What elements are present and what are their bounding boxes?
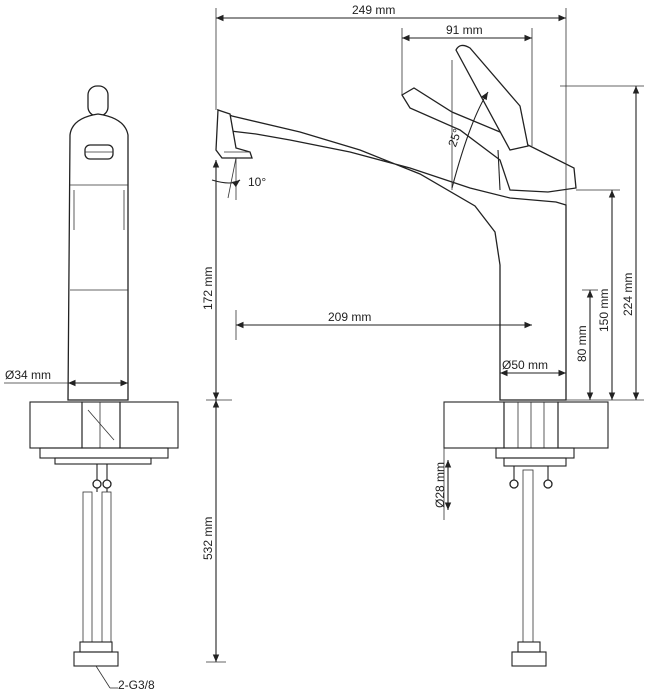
label-spout-angle: 10° — [248, 175, 266, 189]
label-spout-height: 172 mm — [201, 267, 215, 310]
dim-overall-width: 249 mm — [215, 3, 567, 205]
label-hose-diameter: Ø28 mm — [433, 462, 447, 508]
dim-hose-diameter: Ø28 mm — [433, 402, 452, 520]
dim-height-150: 150 mm — [576, 189, 620, 400]
label-height-80: 80 mm — [575, 325, 589, 362]
dim-base-diameter-front: Ø50 mm — [500, 358, 566, 377]
side-view: Ø34 mm 2-G3/8 — [4, 85, 179, 692]
dim-connection: 2-G3/8 — [95, 665, 155, 692]
spout-tip — [215, 109, 253, 159]
front-countertop — [443, 401, 609, 467]
label-connection: 2-G3/8 — [118, 678, 155, 692]
label-height-150: 150 mm — [597, 289, 611, 332]
dim-height-80: 80 mm — [575, 289, 598, 400]
side-handle-knob — [87, 85, 109, 117]
front-view: 249 mm 91 mm 25° 10° 172 mm — [201, 3, 644, 667]
label-base-diameter-front: Ø50 mm — [502, 358, 548, 372]
side-hoses — [73, 491, 119, 667]
side-countertop — [29, 401, 179, 465]
dim-handle-angle: 25° — [445, 60, 489, 190]
front-hose — [511, 469, 547, 667]
label-overall-width: 249 mm — [352, 3, 395, 17]
label-hose-length: 532 mm — [201, 517, 215, 560]
dim-spout-angle: 10° — [211, 157, 266, 200]
dim-handle-width: 91 mm — [401, 23, 533, 146]
label-height-224: 224 mm — [621, 273, 635, 316]
dim-base-diameter-side: Ø34 mm — [4, 368, 128, 387]
dim-spout-reach: 209 mm — [235, 310, 532, 340]
label-handle-width: 91 mm — [446, 23, 483, 37]
label-handle-angle: 25° — [445, 127, 464, 149]
handle-knob-top — [455, 44, 529, 151]
dim-height-224: 224 mm — [560, 85, 644, 401]
side-body — [67, 113, 129, 401]
label-base-diameter-side: Ø34 mm — [5, 368, 51, 382]
label-spout-reach: 209 mm — [328, 310, 371, 324]
dim-spout-height: 172 mm — [201, 160, 232, 401]
dim-hose-length: 532 mm — [201, 400, 226, 663]
